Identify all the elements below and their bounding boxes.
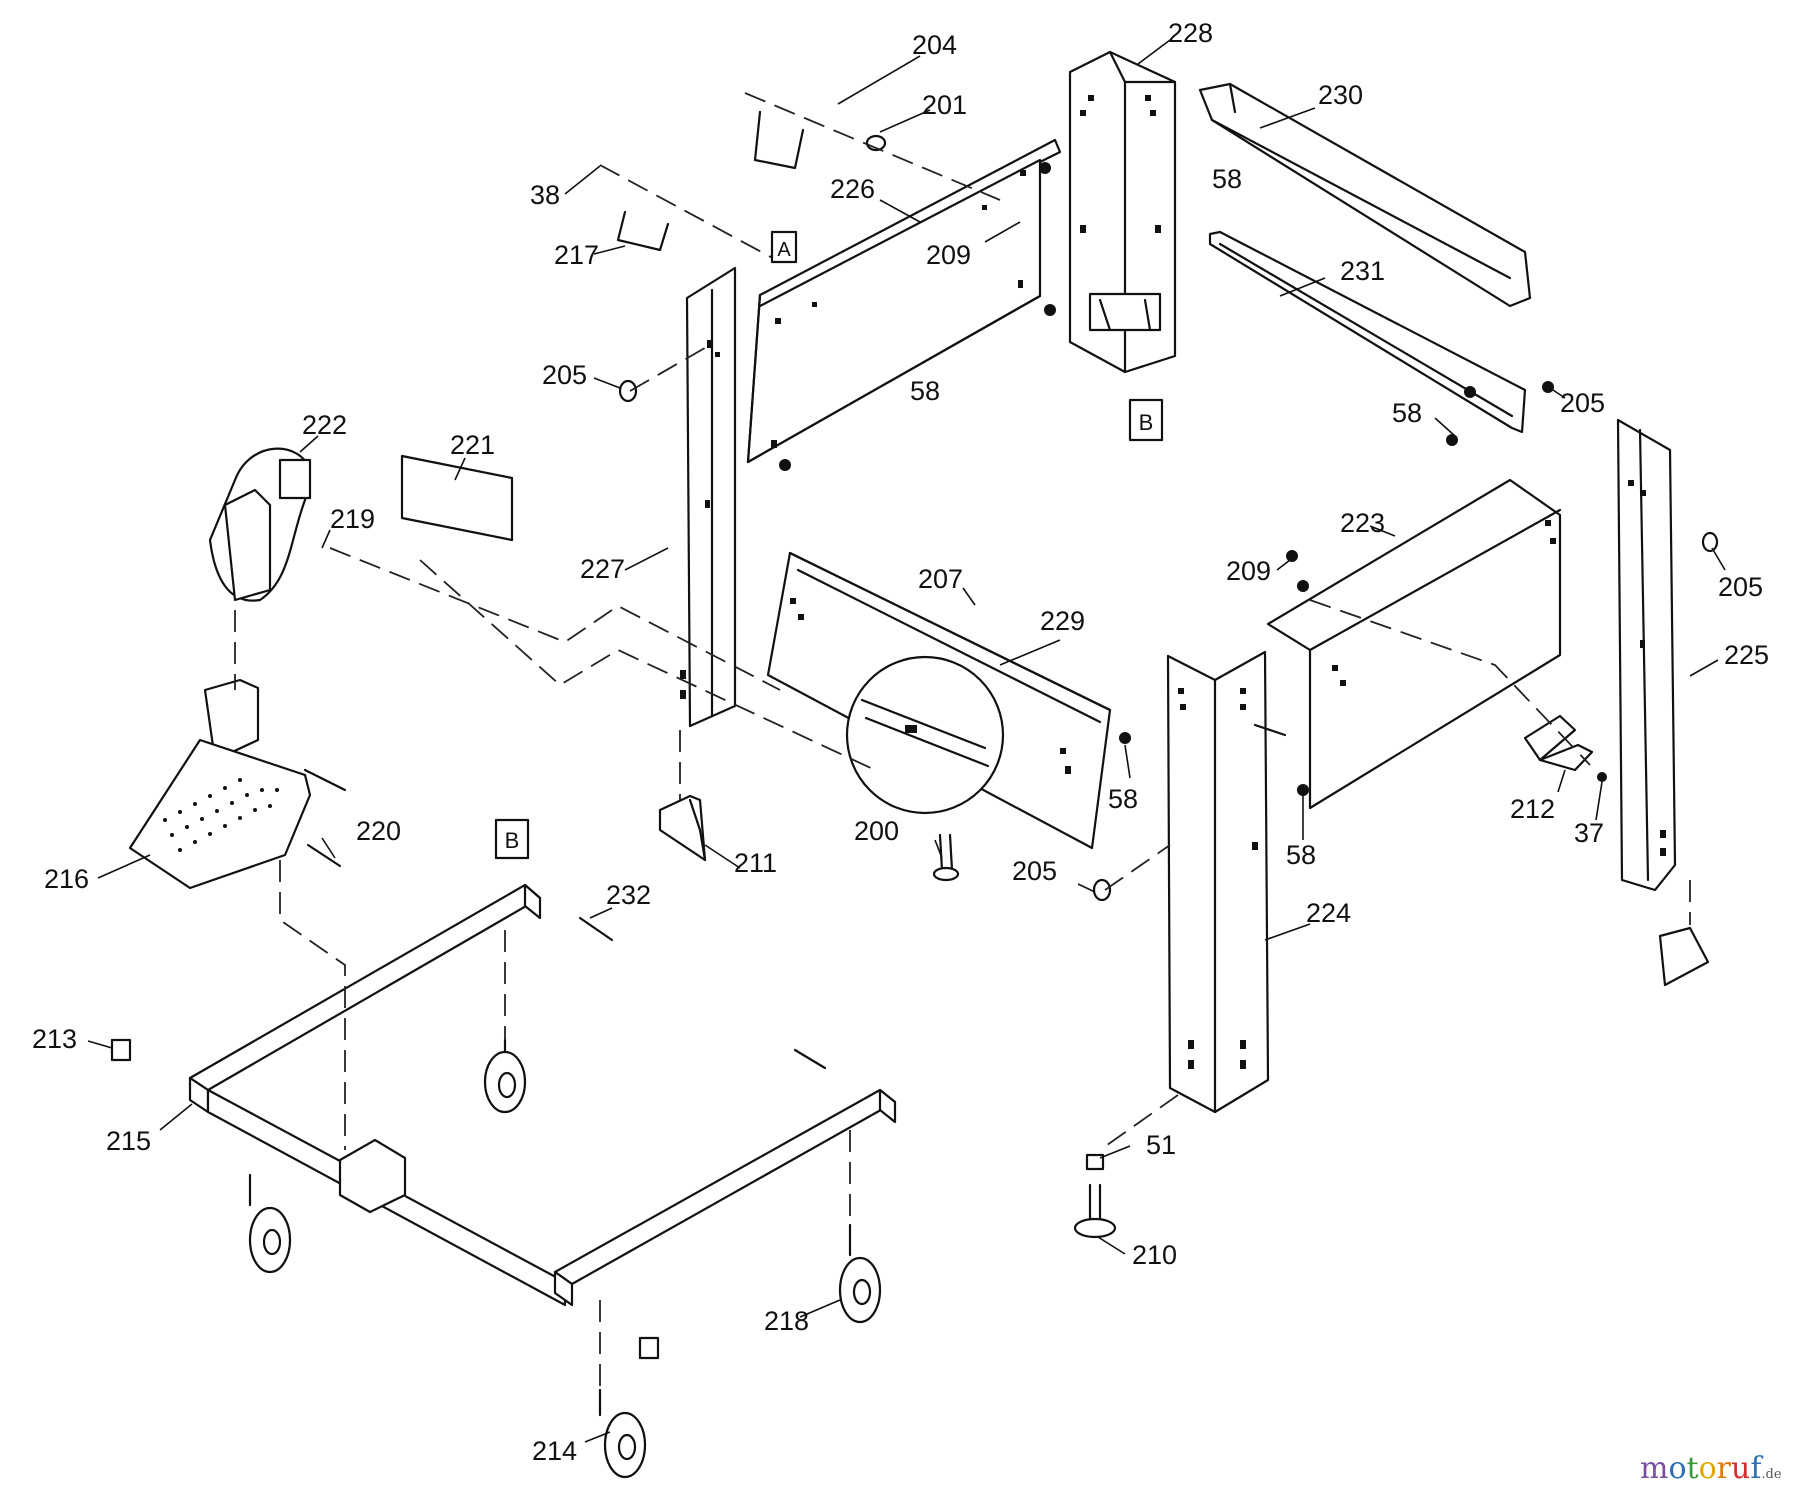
- callout-227: 227: [580, 554, 625, 584]
- part-223-side-apron: [1266, 478, 1562, 810]
- callout-201: 201: [922, 90, 967, 120]
- callout-232: 232: [606, 880, 651, 910]
- callout-37: 37: [1574, 818, 1604, 848]
- part-225-rear-leg: [1616, 418, 1677, 892]
- part-217-clip: [616, 110, 805, 252]
- tag-a-box: [770, 230, 798, 264]
- part-224-front-leg: [1166, 650, 1270, 1114]
- part-214-caster: [598, 1388, 647, 1479]
- watermark-letter-6: f: [1750, 1451, 1763, 1486]
- callout-220: 220: [356, 816, 401, 846]
- callout-231: 231: [1340, 256, 1385, 286]
- part-213-end-cap: [110, 1038, 660, 1360]
- callout-207: 207: [918, 564, 963, 594]
- tag-a-label: A: [777, 239, 791, 261]
- part-216-foot-pedal: [128, 678, 312, 890]
- callout-216: 216: [44, 864, 89, 894]
- part-210-leveling-foot: [1073, 1153, 1117, 1239]
- callout-225: 225: [1724, 640, 1769, 670]
- part-caster-left: [248, 1173, 292, 1274]
- tag-b-upper-box: [1128, 398, 1164, 442]
- assembly-lines: [234, 92, 1691, 1390]
- callout-labels: 204 228 201 230 58 38 226 217 209 231 20…: [32, 18, 1769, 1466]
- callout-205: 205: [1012, 856, 1057, 886]
- callout-224: 224: [1306, 898, 1351, 928]
- callout-209: 209: [926, 240, 971, 270]
- watermark-letter-3: o: [1699, 1451, 1717, 1486]
- callout-228: 228: [1168, 18, 1213, 48]
- motoruf-watermark: motoruf.de: [1640, 1451, 1782, 1486]
- callout-218: 218: [764, 1306, 809, 1336]
- part-226-rear-apron: [746, 138, 1062, 464]
- callout-200: 200: [854, 816, 899, 846]
- part-218-caster: [838, 1223, 882, 1324]
- watermark-suffix: .de: [1761, 1467, 1781, 1482]
- tag-b-lower-label: B: [505, 828, 520, 853]
- callout-223: 223: [1340, 508, 1385, 538]
- part-caster-mid: [483, 1038, 527, 1114]
- reference-tags: A B B: [494, 230, 1164, 860]
- callout-230: 230: [1318, 80, 1363, 110]
- callout-58: 58: [1212, 164, 1242, 194]
- tag-b-upper-label: B: [1139, 410, 1154, 435]
- part-215-base-frame: [188, 883, 897, 1307]
- callout-51: 51: [1146, 1130, 1176, 1160]
- callout-221: 221: [450, 430, 495, 460]
- callout-217: 217: [554, 240, 599, 270]
- callout-58: 58: [1286, 840, 1316, 870]
- callout-229: 229: [1040, 606, 1085, 636]
- callout-219: 219: [330, 504, 375, 534]
- watermark-letter-2: t: [1687, 1451, 1699, 1486]
- callout-205: 205: [1560, 388, 1605, 418]
- callout-38: 38: [530, 180, 560, 210]
- callout-215: 215: [106, 1126, 151, 1156]
- part-211-foot-bracket: [658, 794, 707, 862]
- callout-210: 210: [1132, 1240, 1177, 1270]
- part-200-detail-circle: [845, 655, 1005, 882]
- callout-213: 213: [32, 1024, 77, 1054]
- callout-58: 58: [1108, 784, 1138, 814]
- part-230-top-rail: [1198, 82, 1532, 308]
- callout-58: 58: [1392, 398, 1422, 428]
- watermark-letter-1: o: [1668, 1451, 1686, 1486]
- part-227-front-leg: [680, 266, 737, 728]
- callout-222: 222: [302, 410, 347, 440]
- callout-205: 205: [542, 360, 587, 390]
- watermark-letter-5: u: [1731, 1451, 1750, 1486]
- leader-lines: [87, 39, 1726, 1443]
- tag-b-lower-box: [494, 818, 530, 860]
- part-222-handle: [208, 447, 312, 602]
- callout-205: 205: [1718, 572, 1763, 602]
- part-231-support-rail: [1208, 230, 1527, 434]
- part-228-corner-leg: [1068, 50, 1177, 374]
- callout-211: 211: [734, 848, 777, 878]
- callout-214: 214: [532, 1436, 577, 1466]
- callout-209: 209: [1226, 556, 1271, 586]
- callout-212: 212: [1510, 794, 1555, 824]
- part-foot-bracket-right: [1658, 926, 1710, 987]
- watermark-letter-4: r: [1717, 1451, 1732, 1486]
- watermark-letter-0: m: [1640, 1451, 1668, 1486]
- callout-204: 204: [912, 30, 957, 60]
- callout-226: 226: [830, 174, 875, 204]
- part-221-label: [400, 454, 514, 542]
- watermark-logo: motoruf.de: [1640, 1451, 1782, 1486]
- part-212-clip: [1523, 714, 1594, 772]
- callout-58: 58: [910, 376, 940, 406]
- part-hardware-bolts: [303, 134, 1719, 1070]
